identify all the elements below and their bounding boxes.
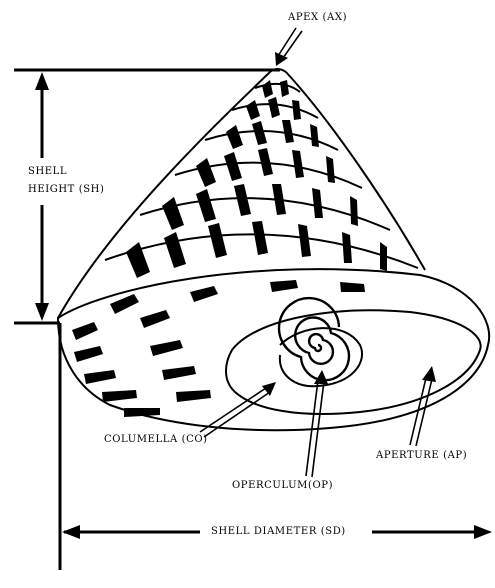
shell-stripes <box>72 80 387 417</box>
height-arrow-down-head <box>35 303 49 321</box>
apex-pointer <box>278 28 302 58</box>
aperture-label: APERTURE (AP) <box>376 450 467 462</box>
columella-label: COLUMELLA (CO) <box>104 434 208 446</box>
suture-1 <box>255 84 300 92</box>
body-whorl-base <box>58 269 489 430</box>
operculum-spiral <box>279 298 349 380</box>
shell-height-label-line2: HEIGHT (SH) <box>28 184 105 196</box>
diameter-arrow-left-head <box>62 525 80 539</box>
shell-diameter-label: SHELL DIAMETER (SD) <box>208 526 349 538</box>
height-arrow-up-head <box>35 72 49 90</box>
shell-whorls <box>58 69 489 430</box>
shell-height-label-line1: SHELL <box>28 166 67 178</box>
diameter-arrow-right-head <box>474 525 492 539</box>
aperture-pointer-head <box>422 366 436 382</box>
operculum-pointer-head <box>314 370 328 384</box>
apex-label: APEX (AX) <box>288 12 347 24</box>
operculum-label: OPERCULUM(OP) <box>232 480 333 492</box>
